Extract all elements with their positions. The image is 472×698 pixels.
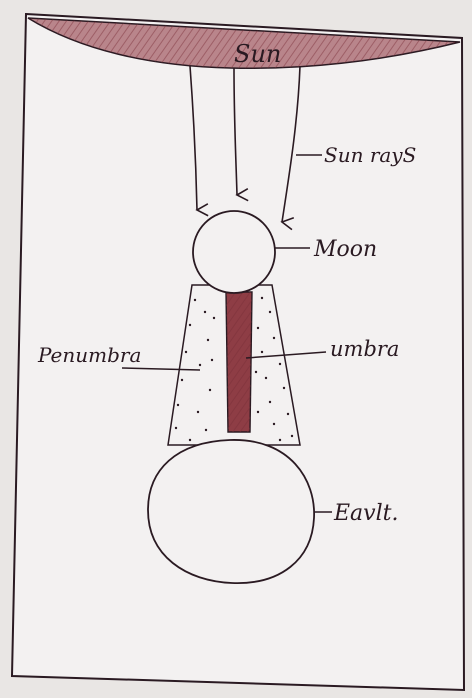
umbra-hatching	[226, 292, 252, 432]
moon-circle	[193, 211, 275, 293]
sun-rays-label: Sun rayS	[324, 143, 416, 167]
earth-circle	[148, 440, 314, 583]
moon-label: Moon	[313, 237, 377, 262]
sun-label: Sun	[234, 40, 281, 68]
penumbra-label: Penumbra	[37, 343, 141, 367]
umbra-label: umbra	[330, 337, 399, 361]
earth-label: Eavlt.	[333, 501, 398, 526]
